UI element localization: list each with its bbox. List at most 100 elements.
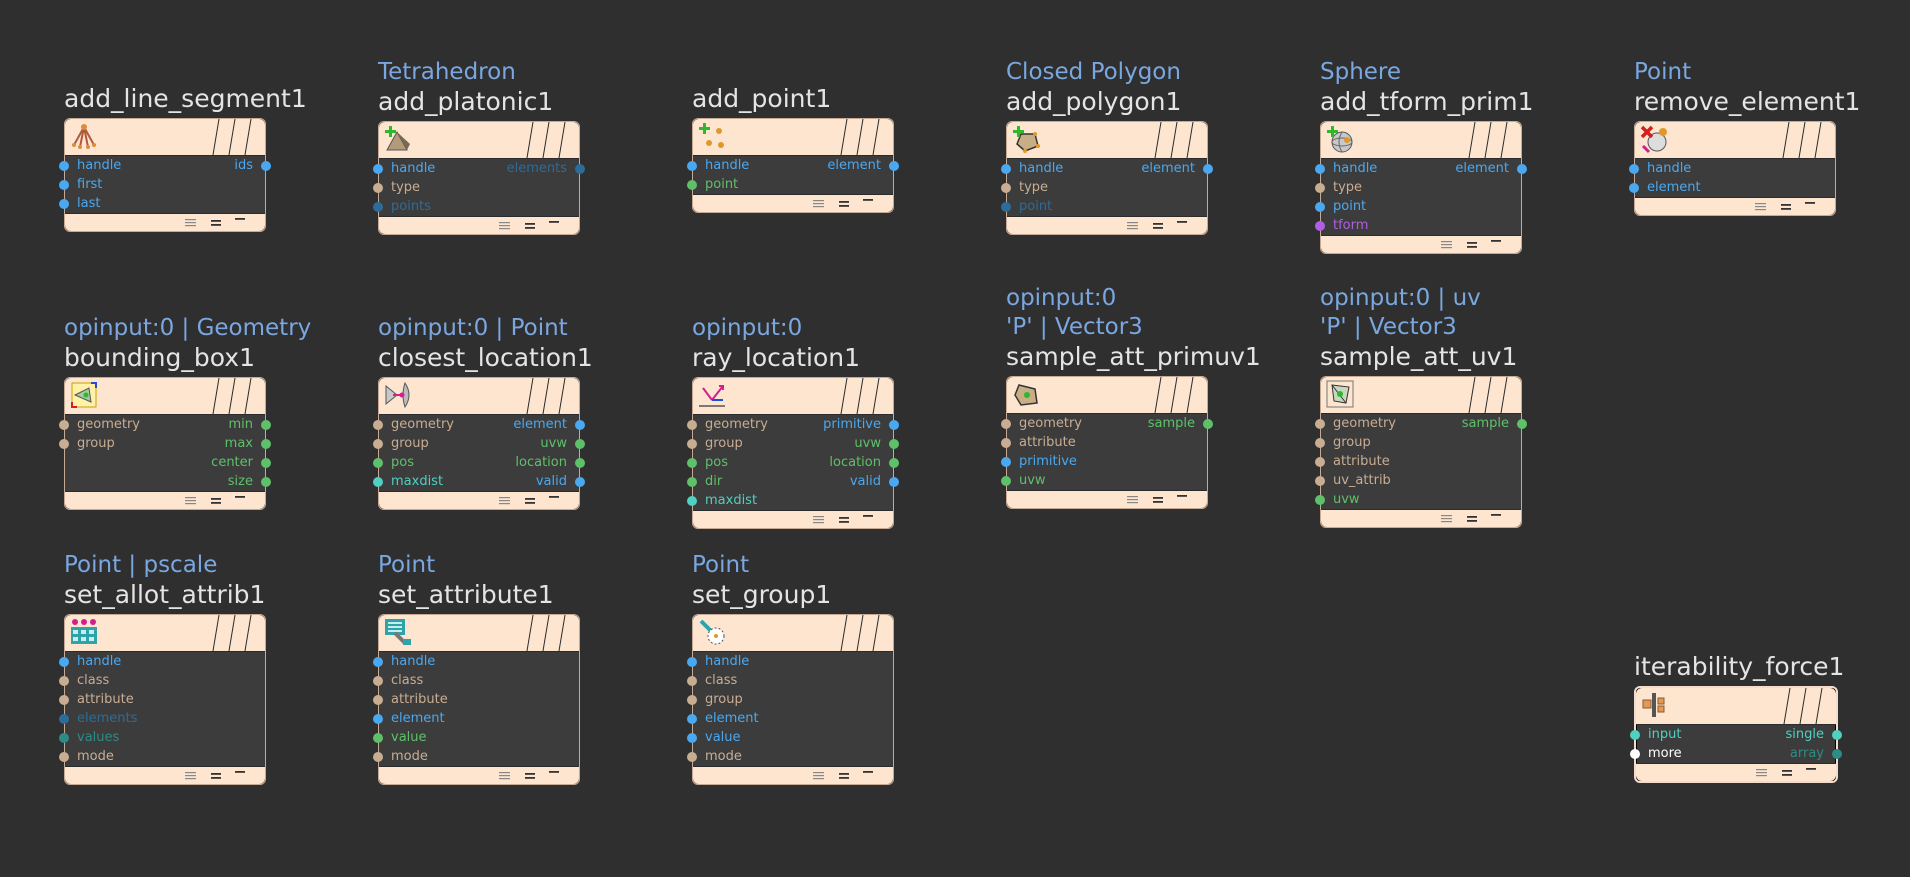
- node-footer-controls[interactable]: [803, 767, 883, 784]
- footer-controls[interactable]: [1117, 217, 1197, 234]
- output-port-element[interactable]: [1517, 164, 1527, 174]
- node-header-flags[interactable]: [831, 615, 887, 651]
- node-footer[interactable]: [379, 766, 579, 784]
- node-name[interactable]: add_tform_prim1: [1320, 87, 1534, 116]
- input-port-element[interactable]: [373, 714, 383, 724]
- footer-controls[interactable]: [1431, 510, 1511, 527]
- input-port-element[interactable]: [687, 714, 697, 724]
- output-port-max[interactable]: [261, 439, 271, 449]
- input-port-handle[interactable]: [1315, 164, 1325, 174]
- output-port-min[interactable]: [261, 420, 271, 430]
- output-port-valid[interactable]: [889, 477, 899, 487]
- node-header-flags[interactable]: [831, 378, 887, 414]
- input-port-last[interactable]: [59, 199, 69, 209]
- input-port-uvw[interactable]: [1315, 495, 1325, 505]
- input-port-mode[interactable]: [59, 752, 69, 762]
- footer-controls[interactable]: [1745, 198, 1825, 215]
- node-flag-area[interactable]: [203, 119, 259, 155]
- node-header[interactable]: [1321, 377, 1521, 414]
- node-flag-area[interactable]: [831, 119, 887, 155]
- output-port-valid[interactable]: [575, 477, 585, 487]
- input-port-pos[interactable]: [373, 458, 383, 468]
- node-header-flags[interactable]: [1774, 688, 1830, 724]
- footer-controls[interactable]: [175, 214, 255, 231]
- output-port-ids[interactable]: [261, 161, 271, 171]
- node-footer[interactable]: [65, 213, 265, 231]
- node-footer[interactable]: [65, 766, 265, 784]
- node-footer[interactable]: [693, 510, 893, 528]
- footer-controls[interactable]: [803, 511, 883, 528]
- node-header-flags[interactable]: [203, 378, 259, 414]
- node-header-flags[interactable]: [517, 378, 573, 414]
- footer-controls[interactable]: [489, 492, 569, 509]
- node-name[interactable]: ray_location1: [692, 343, 860, 372]
- node-footer[interactable]: [1007, 216, 1207, 234]
- node-footer-controls[interactable]: [175, 492, 255, 509]
- node-footer-controls[interactable]: [1746, 764, 1826, 781]
- node-header[interactable]: [1007, 377, 1207, 414]
- input-port-tform[interactable]: [1315, 221, 1325, 231]
- input-port-handle[interactable]: [373, 657, 383, 667]
- input-port-first[interactable]: [59, 180, 69, 190]
- input-port-mode[interactable]: [687, 752, 697, 762]
- input-port-geometry[interactable]: [59, 420, 69, 430]
- node-footer-controls[interactable]: [489, 492, 569, 509]
- node-header-flags[interactable]: [1773, 122, 1829, 158]
- footer-controls[interactable]: [1117, 491, 1197, 508]
- node-footer-controls[interactable]: [803, 511, 883, 528]
- input-port-group[interactable]: [59, 439, 69, 449]
- footer-controls[interactable]: [489, 767, 569, 784]
- input-port-point[interactable]: [1315, 202, 1325, 212]
- input-port-values[interactable]: [59, 733, 69, 743]
- node-header-flags[interactable]: [831, 119, 887, 155]
- input-port-uvw[interactable]: [1001, 476, 1011, 486]
- input-port-class[interactable]: [59, 676, 69, 686]
- input-port-group[interactable]: [687, 439, 697, 449]
- node-name[interactable]: bounding_box1: [64, 343, 255, 372]
- output-port-element[interactable]: [575, 420, 585, 430]
- node-header[interactable]: [379, 122, 579, 159]
- node-flag-area[interactable]: [831, 615, 887, 651]
- input-port-group[interactable]: [687, 695, 697, 705]
- input-port-attribute[interactable]: [1001, 438, 1011, 448]
- node-header[interactable]: [1321, 122, 1521, 159]
- input-port-uv_attrib[interactable]: [1315, 476, 1325, 486]
- output-port-location[interactable]: [575, 458, 585, 468]
- node-flag-area[interactable]: [1145, 122, 1201, 158]
- node-flag-area[interactable]: [1145, 377, 1201, 413]
- node-footer-controls[interactable]: [803, 195, 883, 212]
- input-port-point[interactable]: [687, 180, 697, 190]
- input-port-geometry[interactable]: [1001, 419, 1011, 429]
- node-name[interactable]: add_polygon1: [1006, 87, 1182, 116]
- input-port-maxdist[interactable]: [687, 496, 697, 506]
- node-name[interactable]: add_line_segment1: [64, 84, 307, 113]
- input-port-handle[interactable]: [1001, 164, 1011, 174]
- input-port-attribute[interactable]: [1315, 457, 1325, 467]
- node-name[interactable]: add_platonic1: [378, 87, 554, 116]
- input-port-primitive[interactable]: [1001, 457, 1011, 467]
- node-name[interactable]: iterability_force1: [1634, 652, 1845, 681]
- node-header[interactable]: [379, 615, 579, 652]
- input-port-point[interactable]: [1001, 202, 1011, 212]
- node-header[interactable]: [1635, 122, 1835, 159]
- input-port-mode[interactable]: [373, 752, 383, 762]
- output-port-uvw[interactable]: [575, 439, 585, 449]
- input-port-type[interactable]: [1001, 183, 1011, 193]
- node-header[interactable]: [379, 378, 579, 415]
- input-port-group[interactable]: [373, 439, 383, 449]
- node-name[interactable]: set_attribute1: [378, 580, 554, 609]
